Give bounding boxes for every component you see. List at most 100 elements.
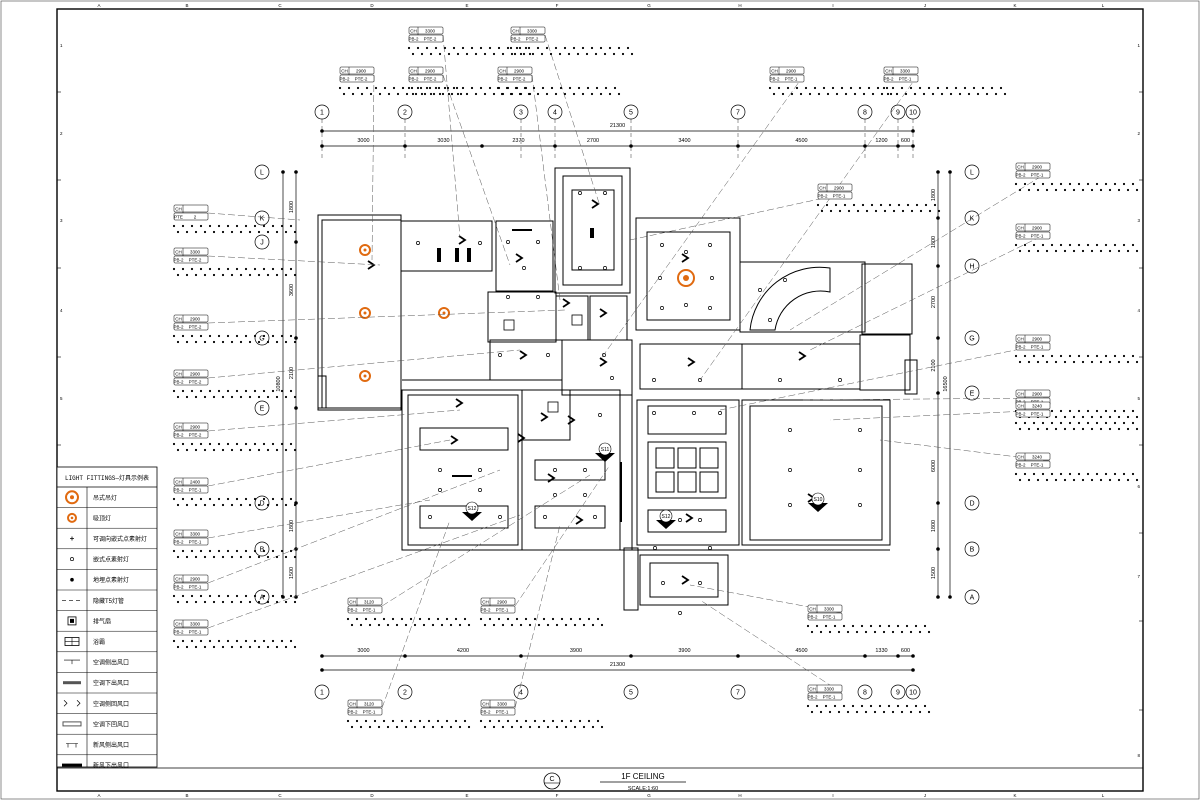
border-number-right: 2: [1137, 131, 1140, 136]
tag-pb-code: PB-2: [173, 630, 184, 635]
wall-outline: [419, 427, 509, 451]
tag-ch-code: CH: [512, 29, 519, 34]
tag-dot: [555, 623, 559, 627]
tag-ch-code: CH: [1017, 226, 1024, 231]
recessed-downlight-icon: [578, 266, 582, 270]
tag-dot: [244, 334, 248, 338]
tag-dot: [203, 555, 207, 559]
tag-dot: [919, 209, 923, 213]
tag-dot: [1032, 182, 1036, 186]
grid-bubble-bottom: [905, 684, 921, 700]
tag-dot: [522, 52, 526, 56]
tag-ptc-code: PTE-1: [496, 710, 509, 715]
recessed-downlight-icon: [583, 468, 587, 472]
tag-leader: [207, 499, 431, 539]
recessed-downlight-icon: [598, 413, 602, 417]
tag-dot: [835, 92, 839, 96]
tag-top-box: [173, 204, 209, 213]
tag-dot: [284, 600, 288, 604]
room-mark-label: S11: [601, 447, 610, 453]
tag-dot: [217, 639, 221, 643]
tag-dot: [1036, 478, 1040, 482]
grid-label-bottom: 5: [629, 690, 633, 697]
recessed-downlight-icon: [416, 241, 420, 245]
tag-dot: [889, 92, 893, 96]
recessed-downlight-icon: [653, 546, 657, 550]
tag-dot: [885, 86, 889, 90]
tag-dot: [382, 719, 386, 723]
tag-dot: [1072, 478, 1076, 482]
dim-top-label: 3000: [357, 138, 369, 144]
tag-dot: [585, 52, 589, 56]
tag-top-box: [817, 183, 853, 192]
recessed-downlight-icon: [652, 378, 656, 382]
legend-item-label: 新风下出风口: [93, 762, 129, 770]
tag-ch-code: CH: [809, 687, 816, 692]
tag-dot: [528, 725, 532, 729]
tag-dot: [1050, 421, 1054, 425]
tag-dot: [1068, 354, 1072, 358]
tag-dot: [488, 46, 492, 50]
dim-top-tick: [896, 144, 900, 148]
tag-dot: [190, 639, 194, 643]
tag-dot: [456, 92, 460, 96]
linear-vent-icon: [437, 248, 441, 262]
tag-dot: [474, 92, 478, 96]
wall-outline: [561, 339, 633, 396]
wall-outline: [487, 291, 557, 343]
tag-dot: [1072, 415, 1076, 419]
tag-dot: [1014, 421, 1018, 425]
tag-dot: [1131, 421, 1135, 425]
tag-dot: [1135, 427, 1139, 431]
tag-leader: [207, 212, 301, 221]
tag-dot: [217, 267, 221, 271]
dim-left-tick: [294, 240, 298, 244]
tag-dot: [497, 46, 501, 50]
tag-ptc-code: PTE-1: [1031, 412, 1044, 417]
ac-side-outlet-icon: [64, 659, 80, 665]
tag-dot: [483, 52, 487, 56]
tag-dot: [244, 549, 248, 553]
tag-dot: [1036, 249, 1040, 253]
dim-bottom-label: 3900: [570, 648, 582, 654]
tag-dot: [1099, 478, 1103, 482]
tag-dot: [1027, 360, 1031, 364]
tag-pb-code: PB-2: [173, 488, 184, 493]
grid-label-left: G: [259, 336, 264, 343]
tag-ch-code: CH: [482, 600, 489, 605]
recessed-downlight-icon: [660, 306, 664, 310]
room-mark-circle: [465, 501, 479, 515]
tag-bottom-box: [173, 377, 209, 386]
tag-bottom-box: [480, 707, 516, 716]
tag-dot: [833, 704, 837, 708]
tag-dot: [176, 273, 180, 277]
tag-ptc-code: PTE-1: [1031, 173, 1044, 178]
tag-dot: [862, 92, 866, 96]
recessed-downlight-icon: [543, 515, 547, 519]
tag-dot: [181, 334, 185, 338]
dim-left-tick: [294, 170, 298, 174]
tag-leader: [207, 349, 521, 379]
tag-dot: [985, 92, 989, 96]
tag-dot: [208, 639, 212, 643]
tag-height: 2900: [1032, 226, 1043, 231]
recessed-downlight-icon: [788, 503, 792, 507]
wall-stub: [623, 547, 639, 611]
tag-dot: [838, 209, 842, 213]
tag-dot: [621, 52, 625, 56]
tag-dot: [455, 86, 459, 90]
tag-dot: [918, 86, 922, 90]
tag-dot: [873, 630, 877, 634]
dim-bottom-total-tick: [320, 668, 324, 672]
tag-dot: [815, 624, 819, 628]
tag-pb-code: PB-2: [173, 325, 184, 330]
border-letter-top: I: [832, 3, 833, 8]
tag-ch-code: CH: [349, 600, 356, 605]
tag-dot: [436, 719, 440, 723]
tag-dot: [1054, 415, 1058, 419]
tag-dot: [825, 203, 829, 207]
tag-dot: [217, 334, 221, 338]
